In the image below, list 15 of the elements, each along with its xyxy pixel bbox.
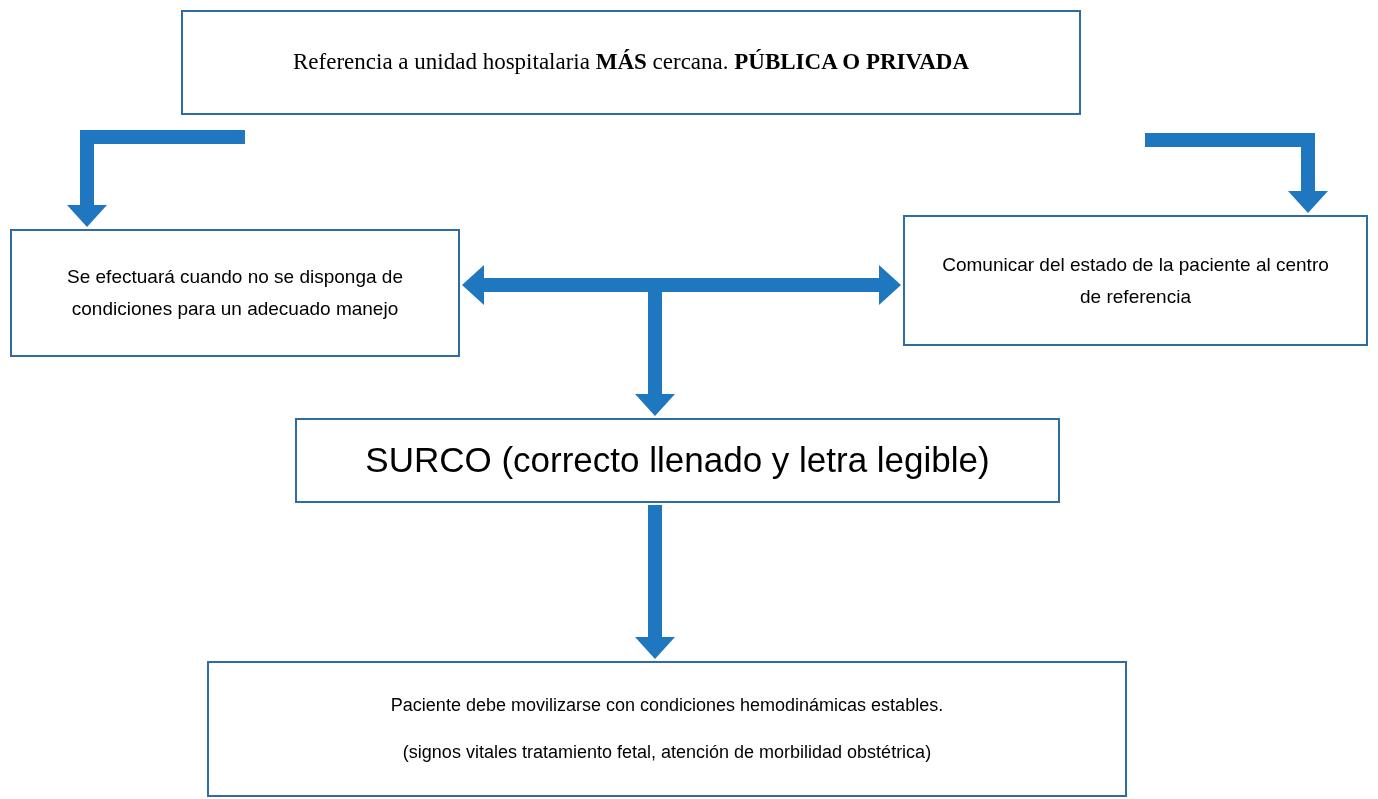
box-text: Comunicar del estado de la paciente al centro de referencia — [941, 252, 1330, 309]
block-arrow — [635, 505, 675, 659]
process-box — [207, 661, 1127, 797]
box-text: (signos vitales tratamiento fetal, atención de morbilidad obstétrica) — [402, 741, 932, 764]
block-arrow — [462, 265, 901, 305]
box-text: Paciente debe movilizarse con condiciones hemodinámicas estables. — [390, 694, 944, 717]
box-text: Se efectuará cuando no se disponga de condiciones para un adecuado manejo — [66, 265, 404, 321]
box-text: Referencia a unidad hospitalaria MÁS cercana. PÚBLICA O PRIVADA — [293, 48, 969, 77]
block-arrow — [1145, 133, 1328, 213]
process-box — [295, 418, 1060, 503]
block-arrow — [67, 130, 245, 227]
process-box — [181, 10, 1081, 115]
box-text: SURCO (correcto llenado y letra legible) — [365, 439, 990, 482]
process-box — [903, 215, 1368, 346]
process-box — [10, 229, 460, 357]
